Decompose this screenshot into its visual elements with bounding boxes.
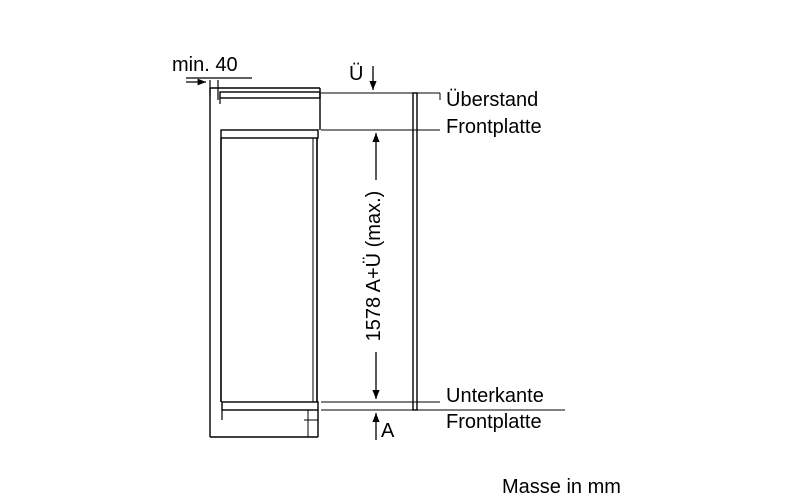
- min-gap-label: min. 40: [172, 54, 238, 76]
- height-dimension-label: 1578 A+Ü (max.): [363, 190, 385, 342]
- top-label-front-panel: Frontplatte: [446, 116, 542, 138]
- reference-lines: [321, 92, 565, 411]
- bottom-label-front-panel: Frontplatte: [446, 411, 542, 433]
- appliance-body: [220, 129, 319, 437]
- bottom-label-lower-edge: Unterkante: [446, 385, 544, 407]
- top-label-overhang: Überstand: [446, 89, 539, 111]
- top-panel: [219, 91, 321, 104]
- min-gap-dimension: [186, 77, 252, 100]
- front-panel: [412, 92, 418, 411]
- overhang-symbol: Ü: [349, 63, 364, 85]
- bottom-symbol: A: [381, 420, 395, 442]
- cabinet-niche: [209, 87, 321, 438]
- units-note: Masse in mm: [502, 476, 621, 498]
